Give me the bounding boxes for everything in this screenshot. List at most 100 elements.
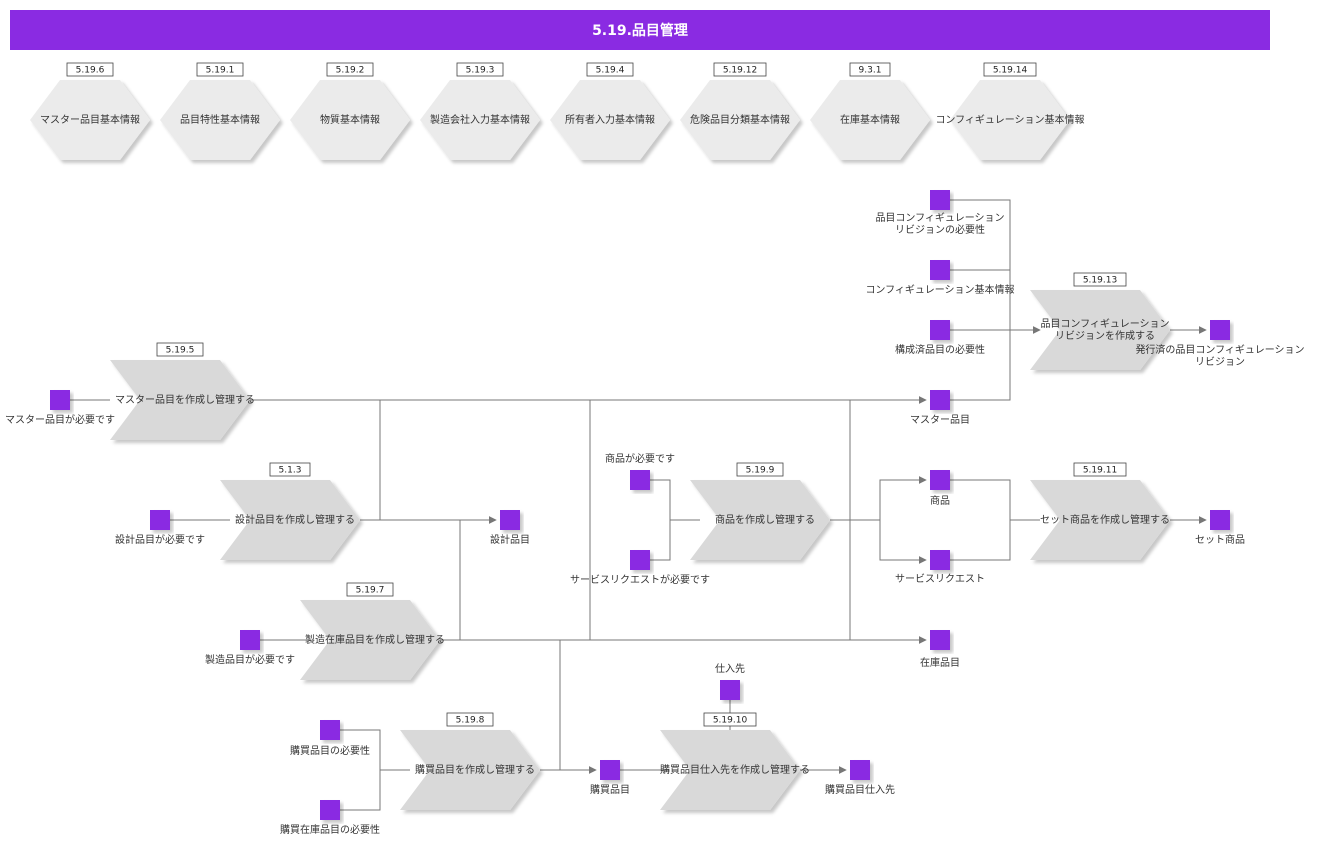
hex-shape: [680, 80, 800, 160]
process-shape: [660, 730, 800, 810]
data-object-master_item[interactable]: マスター品目: [910, 390, 970, 426]
data-object-need_mfg[interactable]: 製造品目が必要です: [205, 630, 295, 666]
process-id-tag-box: [156, 342, 204, 357]
data-object-need_master[interactable]: マスター品目が必要です: [5, 390, 115, 426]
data-object-label: 構成済品目の必要性: [895, 343, 985, 356]
process-id-tag-box: [346, 582, 394, 597]
process-id-tag: 5.19.5: [166, 346, 195, 356]
data-object-label: 購買在庫品目の必要性: [280, 823, 380, 836]
connector-product: [879, 476, 927, 520]
data-object-label: コンフィギュレーション基本情報: [865, 283, 1014, 296]
hex-id-tag: 5.19.14: [993, 66, 1028, 76]
hex-id-tag: 5.19.3: [466, 66, 495, 76]
page-title: 5.19.品目管理: [10, 10, 1270, 50]
data-object-label: 設計品目が必要です: [115, 533, 205, 546]
data-object-label: サービスリクエストが必要です: [570, 573, 710, 586]
data-object-set_product[interactable]: セット商品: [1195, 510, 1245, 546]
data-object-released_config[interactable]: 発行済の品目コンフィギュレーションリビジョン: [1135, 320, 1305, 368]
data-object-service[interactable]: サービスリクエスト: [895, 550, 985, 585]
hex-label: 物質基本情報: [320, 113, 380, 126]
process-label: マスター品目を作成し管理する: [115, 393, 255, 406]
process-id-tag-box: [1073, 272, 1127, 287]
process-mfg[interactable]: 5.19.7 製造在庫品目を作成し管理する: [300, 582, 445, 680]
data-object-label: マスター品目が必要です: [5, 413, 115, 426]
process-id-tag: 5.19.7: [356, 586, 385, 596]
data-object-stock_item[interactable]: 在庫品目: [920, 630, 960, 669]
process-shape: [300, 600, 440, 680]
data-object-label: 商品: [930, 494, 950, 507]
data-object-square: [1210, 320, 1230, 340]
data-object-need_purchase[interactable]: 購買品目の必要性: [290, 720, 370, 757]
info-hex-5-19-14[interactable]: 5.19.14 コンフィギュレーション基本情報: [935, 62, 1085, 160]
data-object-config_info[interactable]: コンフィギュレーション基本情報: [865, 260, 1015, 296]
data-object-square: [50, 390, 70, 410]
data-object-need_purchase_stock[interactable]: 購買在庫品目の必要性: [280, 800, 380, 836]
data-object-square: [630, 470, 650, 490]
process-shape: [220, 480, 360, 560]
data-object-need_configured[interactable]: 構成済品目の必要性: [895, 320, 985, 356]
hex-shape: [950, 80, 1070, 160]
data-object-need_service[interactable]: サービスリクエストが必要です: [570, 550, 710, 586]
connector-config-bus: [950, 199, 1011, 401]
data-object-need_product[interactable]: 商品が必要です: [605, 452, 675, 490]
data-object-product[interactable]: 商品: [930, 470, 950, 507]
data-object-design_item[interactable]: 設計品目: [490, 510, 530, 546]
data-object-square: [930, 260, 950, 280]
process-id-tag: 5.19.10: [713, 716, 748, 726]
process-label: 製造在庫品目を作成し管理する: [305, 633, 445, 646]
hex-label: 在庫基本情報: [840, 113, 900, 126]
hex-id-tag-box: [713, 62, 767, 77]
hex-label: 所有者入力基本情報: [565, 113, 655, 126]
process-id-tag-box: [269, 462, 311, 477]
data-object-purchase_item[interactable]: 購買品目: [590, 760, 630, 796]
connector-purchase-needs: [330, 729, 381, 811]
data-object-square: [1210, 510, 1230, 530]
process-master[interactable]: 5.19.5 マスター品目を作成し管理する: [110, 342, 255, 440]
process-id-tag-box: [703, 712, 757, 727]
process-id-tag: 5.19.13: [1083, 276, 1117, 286]
data-object-need_design[interactable]: 設計品目が必要です: [115, 510, 205, 546]
data-object-label: 商品が必要です: [605, 452, 675, 465]
hex-shape: [30, 80, 150, 160]
process-id-tag-box: [446, 712, 494, 727]
data-object-label: 仕入先: [715, 662, 745, 675]
process-vendor[interactable]: 5.19.10 購買品目仕入先を作成し管理する: [660, 712, 810, 810]
data-object-label: 品目コンフィギュレーションリビジョンの必要性: [875, 212, 1004, 236]
connector-service: [879, 520, 927, 564]
data-object-square: [930, 320, 950, 340]
data-object-square: [240, 630, 260, 650]
data-object-square: [850, 760, 870, 780]
data-object-square: [930, 390, 950, 410]
data-object-label: マスター品目: [910, 414, 970, 426]
data-object-square: [930, 630, 950, 650]
data-object-label: サービスリクエスト: [895, 573, 985, 585]
process-id-tag: 5.19.8: [456, 716, 485, 726]
hex-label: 品目特性基本情報: [180, 113, 260, 126]
hex-id-tag: 5.19.1: [206, 66, 235, 76]
process-purchase[interactable]: 5.19.8 購買品目を作成し管理する: [400, 712, 540, 810]
process-label: 購買品目を作成し管理する: [415, 763, 535, 776]
data-object-label: 購買品目: [590, 783, 630, 796]
data-object-square: [500, 510, 520, 530]
hex-id-tag-box: [456, 62, 504, 77]
hex-shape: [550, 80, 670, 160]
hex-shape: [420, 80, 540, 160]
data-object-square: [630, 550, 650, 570]
data-object-need_config_rev[interactable]: 品目コンフィギュレーションリビジョンの必要性: [875, 190, 1005, 236]
data-object-purchase_vendor[interactable]: 購買品目仕入先: [825, 760, 895, 796]
info-hex-5-19-1[interactable]: 5.19.1 品目特性基本情報: [160, 62, 280, 160]
process-label: 購買品目仕入先を作成し管理する: [660, 763, 810, 776]
data-object-supplier[interactable]: 仕入先: [715, 662, 745, 700]
hex-label: コンフィギュレーション基本情報: [935, 113, 1084, 126]
